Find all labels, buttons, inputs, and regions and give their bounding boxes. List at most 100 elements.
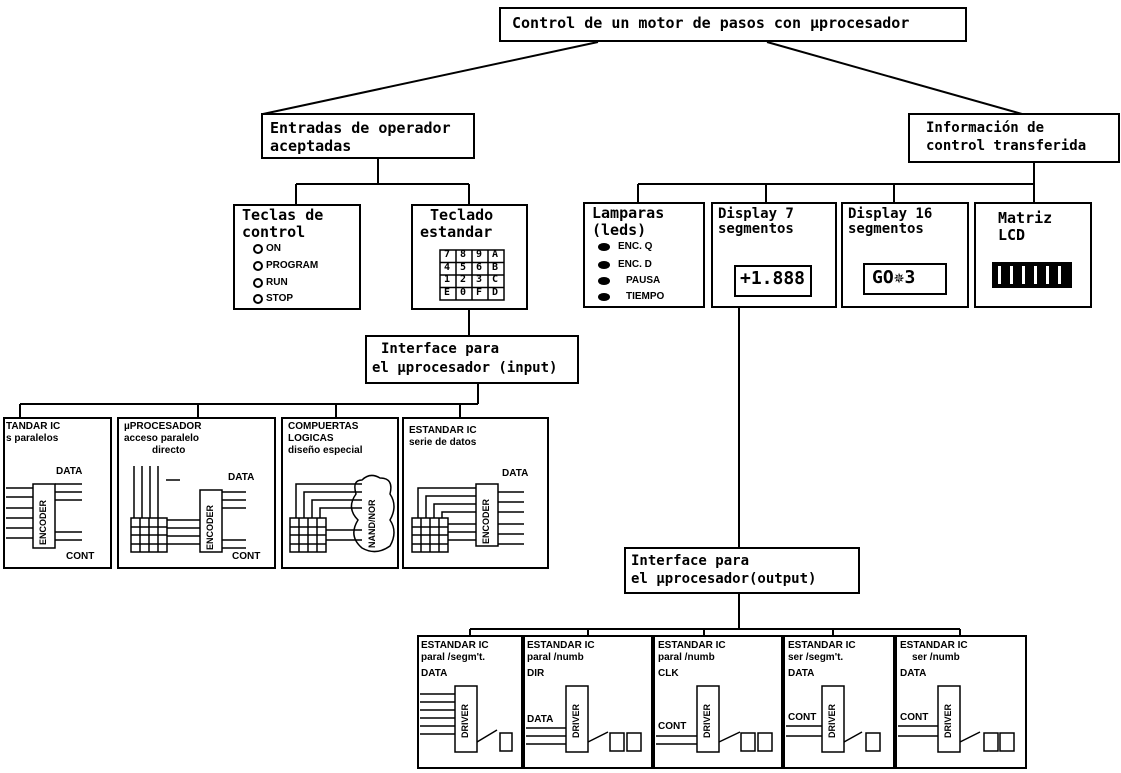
input-1-circuit	[6, 483, 82, 549]
input-4-chip: ENCODER	[481, 498, 491, 544]
diagram-title: Control de un motor de pasos con µproces…	[512, 14, 910, 32]
entradas-line2: aceptadas	[270, 137, 352, 155]
output-5-sig1: DATA	[900, 668, 927, 679]
output-3-line1: ESTANDAR IC	[658, 640, 726, 651]
display16-screen	[863, 263, 947, 295]
interface-input-box	[365, 335, 579, 384]
lamparas-leds	[598, 243, 610, 301]
teclas-item-program: PROGRAM	[266, 260, 319, 271]
tree-connectors-entradas	[295, 159, 470, 205]
matriz-title-line2: LCD	[998, 226, 1026, 244]
keypad-key: C	[492, 274, 499, 285]
keypad-key: 2	[460, 274, 467, 285]
output-box-1	[417, 635, 523, 769]
title-box	[499, 7, 967, 42]
lamparas-item-4: TIEMPO	[626, 291, 665, 302]
input-1-line1: TANDAR IC	[6, 421, 61, 432]
lamparas-item-2: ENC. D	[618, 259, 652, 270]
output-1-chip: DRIVER	[460, 703, 470, 738]
input-2-circuit	[130, 466, 246, 553]
teclas-title-line1: Teclas de	[242, 206, 324, 224]
input-3-circuit	[289, 474, 395, 553]
keypad-key: 4	[444, 261, 451, 273]
matriz-title-line1: Matriz	[998, 209, 1053, 227]
output-5-line2: ser /numb	[912, 652, 960, 663]
output-3-chip: DRIVER	[702, 703, 712, 738]
input-box-1	[3, 417, 112, 569]
output-2-line2: paral /numb	[527, 652, 584, 663]
display7-title-line2: segmentos	[718, 221, 794, 237]
display7-title-line1: Display 7	[718, 206, 794, 222]
output-3-sig1: CLK	[658, 668, 679, 679]
output-3-sig2: CONT	[658, 721, 687, 732]
output-4-line2: ser /segm't.	[788, 652, 844, 663]
teclas-item-run: RUN	[266, 277, 288, 288]
output-1-circuit	[420, 685, 513, 753]
informacion-line2: control transferida	[926, 138, 1087, 154]
output-2-chip: DRIVER	[571, 703, 581, 738]
output-5-circuit	[898, 685, 1015, 753]
keypad-key: F	[476, 286, 483, 298]
output-2-sig1: DIR	[527, 668, 545, 679]
lamparas-item-3: PAUSA	[626, 275, 661, 286]
output-3-line2: paral /numb	[658, 652, 715, 663]
teclas-box	[233, 204, 361, 310]
display7-box	[711, 202, 837, 308]
input-2-data: DATA	[228, 472, 255, 483]
matriz-box	[974, 202, 1092, 308]
input-box-4	[402, 417, 549, 569]
output-box-2	[523, 635, 653, 769]
display16-title-line2: segmentos	[848, 221, 924, 237]
keypad-key: A	[492, 249, 499, 260]
interface-output-line2: el µprocesador(output)	[631, 571, 817, 587]
output-1-sig1: DATA	[421, 668, 448, 679]
input-3-line1: COMPUERTAS	[288, 421, 359, 432]
output-5-chip: DRIVER	[943, 703, 953, 738]
output-5-line1: ESTANDAR IC	[900, 640, 968, 651]
entradas-box	[261, 113, 475, 159]
input-4-line1: ESTANDAR IC	[409, 425, 477, 436]
display7-screen	[734, 265, 812, 297]
display16-box	[841, 202, 969, 308]
input-box-2	[117, 417, 276, 569]
keypad-key: 1	[444, 274, 451, 285]
output-2-line1: ESTANDAR IC	[527, 640, 595, 651]
output-4-circuit	[786, 685, 881, 753]
input-4-data: DATA	[502, 468, 529, 479]
interface-input-line1: Interface para	[381, 341, 500, 357]
input-1-data: DATA	[56, 466, 83, 477]
tree-connectors-top	[262, 41, 1023, 115]
output-2-sig2: DATA	[527, 714, 554, 725]
output-3-circuit	[656, 685, 773, 753]
input-2-chip: ENCODER	[205, 504, 215, 550]
output-box-3	[653, 635, 783, 769]
input-3-line3: diseño especial	[288, 445, 363, 456]
input-2-line2: acceso paralelo	[124, 433, 200, 444]
teclado-title-line1: Teclado	[430, 206, 494, 224]
output-4-line1: ESTANDAR IC	[788, 640, 856, 651]
input-1-cont: CONT	[66, 551, 95, 562]
input-3-chip: NAND/NOR	[367, 499, 377, 549]
output-1-line1: ESTANDAR IC	[421, 640, 489, 651]
display7-readout: +1.888	[740, 268, 806, 289]
tree-connectors-output	[469, 594, 961, 636]
keypad-key: D	[492, 286, 499, 298]
tree-connectors-input	[19, 384, 479, 418]
input-1-line2: s paralelos	[6, 433, 59, 444]
input-box-3	[281, 417, 399, 569]
lamparas-title-line1: Lamparas	[592, 204, 665, 222]
lamparas-item-1: ENC. Q	[618, 241, 653, 252]
keypad-key: 3	[476, 274, 483, 285]
teclas-title-line2: control	[242, 223, 306, 241]
output-4-sig2: CONT	[788, 712, 817, 723]
input-2-cont: CONT	[232, 551, 261, 562]
output-4-sig1: DATA	[788, 668, 815, 679]
output-1-line2: paral /segm't.	[421, 652, 486, 663]
informacion-box	[908, 113, 1120, 163]
input-4-line2: serie de datos	[409, 437, 477, 448]
lamparas-box	[583, 202, 705, 308]
keypad-key: 5	[460, 261, 467, 273]
keypad-key: 0	[460, 286, 467, 298]
entradas-line1: Entradas de operador	[270, 119, 451, 137]
interface-output-box	[624, 547, 860, 594]
